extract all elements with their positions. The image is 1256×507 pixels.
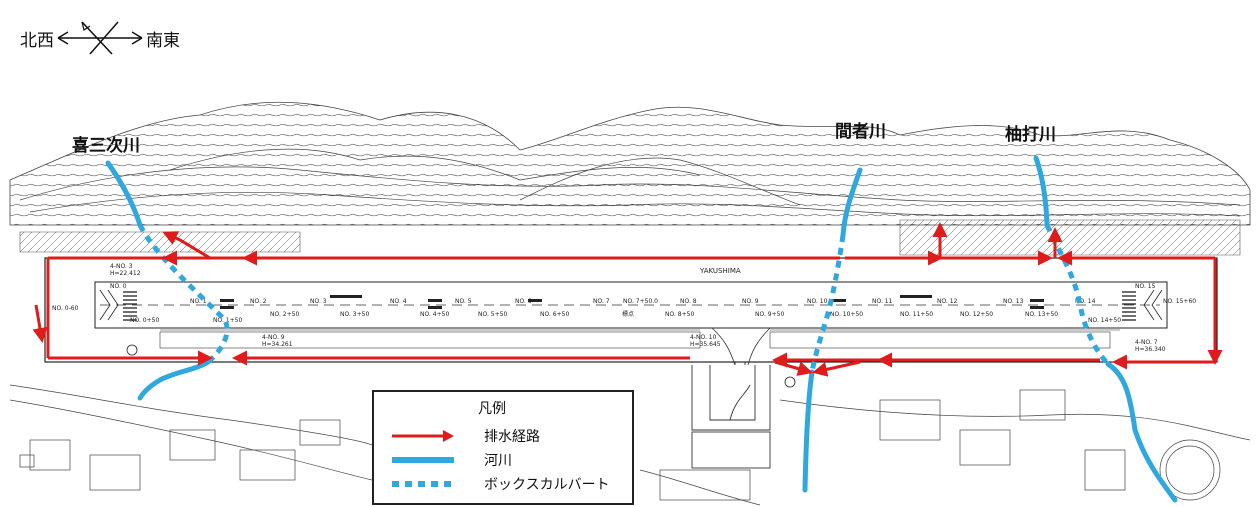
compass-northwest-label: 北西 xyxy=(20,30,54,51)
lower-terrain xyxy=(9,384,1251,506)
benchmark-elevation: H=34.261 xyxy=(262,341,293,348)
kisanji-river-upper xyxy=(105,160,143,228)
benchmark-elevation: H=35.645 xyxy=(690,341,721,348)
legend-item-drainage: 排水経路 xyxy=(388,426,540,446)
half-station-label: NO. 14+50 xyxy=(1088,317,1121,324)
kanja-culvert xyxy=(809,234,846,373)
terminal-apron xyxy=(691,345,771,469)
half-station-label: NO. 10+50 xyxy=(830,311,863,318)
legend-item-river: 河川 xyxy=(388,450,512,470)
map-legend: 凡例 排水経路 河川 ボックスカルバート xyxy=(372,390,634,505)
runway-strip xyxy=(44,257,1218,388)
station-label: NO. 8 xyxy=(680,298,697,305)
half-station-label: NO. 6+50 xyxy=(540,311,569,318)
half-station-label: NO. 3+50 xyxy=(340,311,369,318)
legend-label: 排水経路 xyxy=(484,429,540,445)
station-label: NO. 9 xyxy=(742,298,759,305)
station-label: NO. 11 xyxy=(872,298,893,305)
dashed-blue-line-icon xyxy=(392,481,454,487)
river-label-yuta: 柚打川 xyxy=(1005,125,1056,145)
half-station-label: NO. 5+50 xyxy=(478,311,507,318)
benchmark-id: 4-NO. 7 xyxy=(1135,339,1158,346)
half-station-label: NO. 1+50 xyxy=(213,317,242,324)
half-station-label: NO. 12+50 xyxy=(960,311,993,318)
station-label: NO. 2 xyxy=(250,298,267,305)
half-station-label: NO. 11+50 xyxy=(900,311,933,318)
half-station-label: NO. 4+50 xyxy=(420,311,449,318)
legend-label: 河川 xyxy=(484,453,512,469)
station-label: NO. 6 xyxy=(515,298,532,305)
yuta-culvert xyxy=(1044,223,1110,366)
station-label: NO. 0 xyxy=(110,283,127,290)
benchmark-elevation: H=36.340 xyxy=(1135,346,1166,353)
station-label: NO. 13 xyxy=(1003,298,1024,305)
runway-labels: YAKUSHIMA NO. 0 NO. 1 NO. 2 NO. 3 NO. 4 … xyxy=(52,263,1196,353)
compass-arrows-icon xyxy=(57,21,143,55)
compass: 北西 南東 xyxy=(20,18,180,58)
legend-label: ボックスカルバート xyxy=(484,477,610,493)
benchmark-id: 4-NO. 10 xyxy=(690,334,717,341)
red-arrow-icon xyxy=(392,430,454,442)
station-label: NO. 4 xyxy=(390,298,407,305)
runway-name: YAKUSHIMA xyxy=(699,267,741,275)
compass-southeast-label: 南東 xyxy=(146,30,180,51)
terrain-contours xyxy=(9,101,1251,256)
benchmark-id: 4-NO. 9 xyxy=(262,334,285,341)
station-label: NO. 10 xyxy=(807,298,828,305)
station-label: NO. 5 xyxy=(455,298,472,305)
station-label: NO. 15 xyxy=(1135,283,1156,290)
station-label: NO. 7 xyxy=(593,298,610,305)
legend-item-culvert: ボックスカルバート xyxy=(388,474,610,494)
yuta-river-upper xyxy=(1033,155,1050,228)
box-culverts xyxy=(137,223,1110,373)
half-station-label: NO. 8+50 xyxy=(665,311,694,318)
legend-title: 凡例 xyxy=(478,401,506,417)
kisanji-river-lower xyxy=(137,359,211,401)
benchmark-id: 4-NO. 3 xyxy=(110,263,133,270)
kanja-river-upper xyxy=(840,167,863,238)
river-label-kanja: 間者川 xyxy=(835,122,886,142)
station-label: NO. 3 xyxy=(310,298,327,305)
drainage-routes xyxy=(32,222,1223,377)
river-label-kisanji: 喜三次川 xyxy=(72,136,140,156)
benchmark-elevation: H=22.412 xyxy=(110,270,141,277)
runway-end-label: NO. 15+60 xyxy=(1163,298,1196,305)
half-station-label: NO. 9+50 xyxy=(755,311,784,318)
center-mark-label: 標点 xyxy=(622,310,634,318)
kisanji-culvert xyxy=(137,223,230,364)
station-label: NO. 7+50.0 xyxy=(623,298,658,305)
half-station-label: NO. 13+50 xyxy=(1025,311,1058,318)
station-label: NO. 12 xyxy=(937,298,958,305)
solid-blue-line-icon xyxy=(392,457,454,463)
station-label: NO. 14 xyxy=(1075,298,1096,305)
yuta-river-lower xyxy=(1105,361,1178,503)
half-station-label: NO. 0+50 xyxy=(130,317,159,324)
station-label: NO. 1 xyxy=(190,298,207,305)
runway-end-label: NO. 0-60 xyxy=(52,305,79,312)
kanja-river-lower xyxy=(802,369,815,493)
half-station-label: NO. 2+50 xyxy=(270,311,299,318)
rivers xyxy=(105,155,1178,503)
